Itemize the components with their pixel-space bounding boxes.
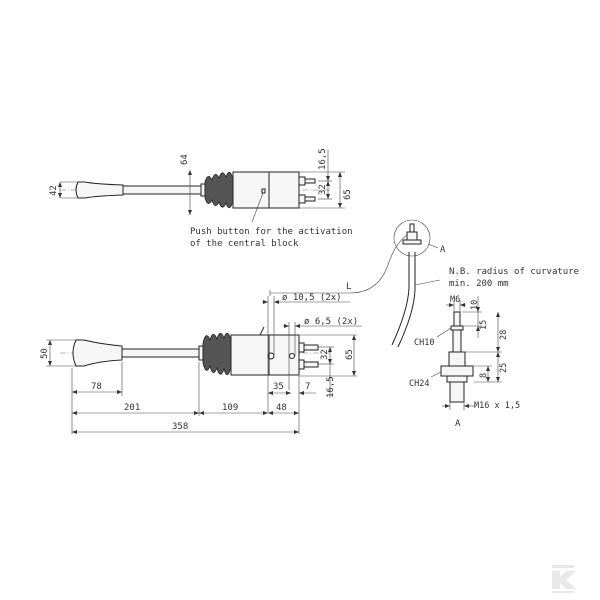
dim-end-48: 48	[276, 403, 287, 413]
curvature-note-line1: N.B. radius of curvature	[449, 267, 579, 277]
dim-block-65: 65	[345, 349, 355, 360]
thread-m16: M16 x 1,5	[474, 401, 520, 411]
dim-8: 8	[479, 373, 489, 378]
dim-body-109: 109	[222, 403, 238, 413]
dim-knob-42: 42	[49, 185, 59, 196]
curvature-note-line2: min. 200 mm	[449, 279, 509, 289]
top-view: 42 64 65 32 16,5 Push button for the act…	[49, 148, 353, 249]
dim-offset-16-5: 16,5	[318, 148, 328, 170]
dim-10: 10	[470, 300, 480, 310]
dim-stud-7: 7	[305, 382, 310, 392]
detail-caption-A: A	[455, 419, 461, 429]
dim-knob-78: 78	[91, 382, 102, 392]
push-button	[261, 188, 266, 194]
switch-body	[232, 171, 270, 209]
dim-block-65: 65	[343, 189, 353, 200]
dim-bottom-16-5: 16,5	[326, 376, 336, 398]
dim-total-64: 64	[180, 154, 190, 165]
push-button-note-line1: Push button for the activation	[190, 227, 353, 237]
detail-label-A: A	[440, 245, 446, 255]
nut-ch24: CH24	[409, 379, 429, 389]
m6-thread	[453, 311, 461, 327]
brand-logo	[552, 565, 576, 593]
hole-small-callout: ø 6,5 (2x)	[304, 317, 358, 327]
dim-15: 15	[479, 320, 489, 330]
ch24-nut	[440, 365, 474, 377]
rubber-bellows	[204, 171, 235, 209]
switch-body	[230, 334, 270, 376]
cable-length-L: L	[346, 282, 351, 292]
dim-knob-50: 50	[40, 348, 50, 359]
connector-detail-A: M6 10 15 28 8 25 CH10 CH24 M16 x 1,5 A	[409, 295, 520, 429]
detail-circle-A	[393, 219, 431, 257]
rubber-bellows	[202, 332, 233, 376]
push-button-pin	[259, 326, 265, 336]
mount-hole-small	[289, 353, 295, 359]
dim-25: 25	[499, 363, 509, 373]
ch10-nut	[450, 325, 464, 331]
nut-ch10: CH10	[414, 338, 434, 348]
m16-thread	[449, 381, 465, 403]
push-button-note-line2: of the central block	[190, 239, 299, 249]
cable-detail: A N.B. radius of curvature min. 200 mm	[391, 219, 579, 348]
side-view: 50 65 32 16,5 ø 10,5 (2x) ø 6,5 (2x) L 7…	[40, 231, 413, 434]
dim-holes-35: 35	[273, 382, 284, 392]
dim-stud-32: 32	[320, 349, 330, 360]
lever-knob	[75, 181, 124, 199]
switch-block	[268, 171, 300, 209]
dim-28: 28	[499, 330, 509, 340]
thread-m6: M6	[450, 295, 460, 305]
lever-knob	[72, 339, 123, 367]
hole-large-callout: ø 10,5 (2x)	[282, 293, 342, 303]
dim-total-358: 358	[172, 422, 188, 432]
lever-shaft	[121, 348, 203, 358]
dim-spacing-32: 32	[318, 184, 328, 195]
dim-lever-201: 201	[124, 403, 140, 413]
lever-shaft	[122, 185, 204, 195]
